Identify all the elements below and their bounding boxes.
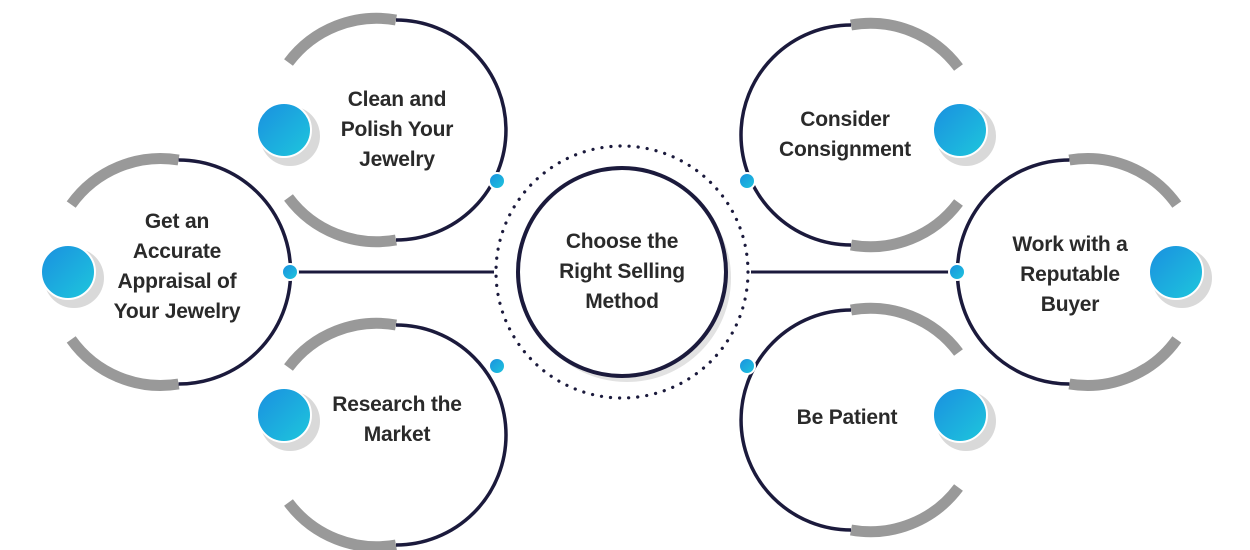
connector-dot: [738, 357, 756, 375]
step-label-appraisal: Get an Accurate Appraisal of Your Jewelr…: [113, 210, 241, 323]
arc-navy: [395, 323, 508, 547]
arc-gray-top: [284, 317, 397, 371]
center-dotted-ring: [494, 144, 750, 400]
arc-gray-bottom: [1068, 336, 1182, 391]
badge-gradient-circle: [1148, 244, 1204, 300]
connector-dot: [948, 263, 966, 281]
arc-gray-bottom: [284, 194, 397, 248]
center-node: [494, 144, 750, 400]
step-node-buyer: [948, 153, 1212, 391]
step-label-clean: Clean and Polish Your Jewelry: [340, 88, 454, 171]
arc-navy: [739, 308, 852, 532]
step-label-consignment: Consider Consignment: [779, 108, 911, 161]
step-label-patient: Be Patient: [796, 406, 898, 429]
step-node-patient: [738, 302, 996, 538]
connector-dot: [281, 263, 299, 281]
arc-navy: [739, 23, 852, 247]
arc-gray-bottom: [850, 199, 963, 253]
center-title: Choose the Right Selling Method: [559, 230, 685, 313]
badge-gradient-circle: [256, 387, 312, 443]
arc-gray-top: [66, 153, 180, 208]
connector-dot: [488, 357, 506, 375]
arc-gray-bottom: [284, 499, 397, 550]
arc-navy: [395, 18, 508, 242]
arc-gray-top: [850, 17, 963, 71]
arc-gray-top: [1068, 153, 1182, 208]
badge-gradient-circle: [932, 102, 988, 158]
step-node-consignment: [738, 17, 996, 253]
badge-gradient-circle: [256, 102, 312, 158]
step-label-buyer: Work with a Reputable Buyer: [1012, 233, 1128, 316]
connector-dot: [738, 172, 756, 190]
step-node-clean: [256, 12, 508, 248]
badge-gradient-circle: [40, 244, 96, 300]
step-label-research: Research the Market: [332, 393, 462, 446]
arc-gray-bottom: [850, 484, 963, 538]
center-circle: [516, 166, 728, 378]
step-node-appraisal: [40, 153, 299, 391]
arc-gray-bottom: [66, 336, 180, 391]
arc-gray-top: [284, 12, 397, 66]
connector-dot: [488, 172, 506, 190]
badge-gradient-circle: [932, 387, 988, 443]
step-node-research: [256, 317, 508, 550]
arc-gray-top: [850, 302, 963, 356]
